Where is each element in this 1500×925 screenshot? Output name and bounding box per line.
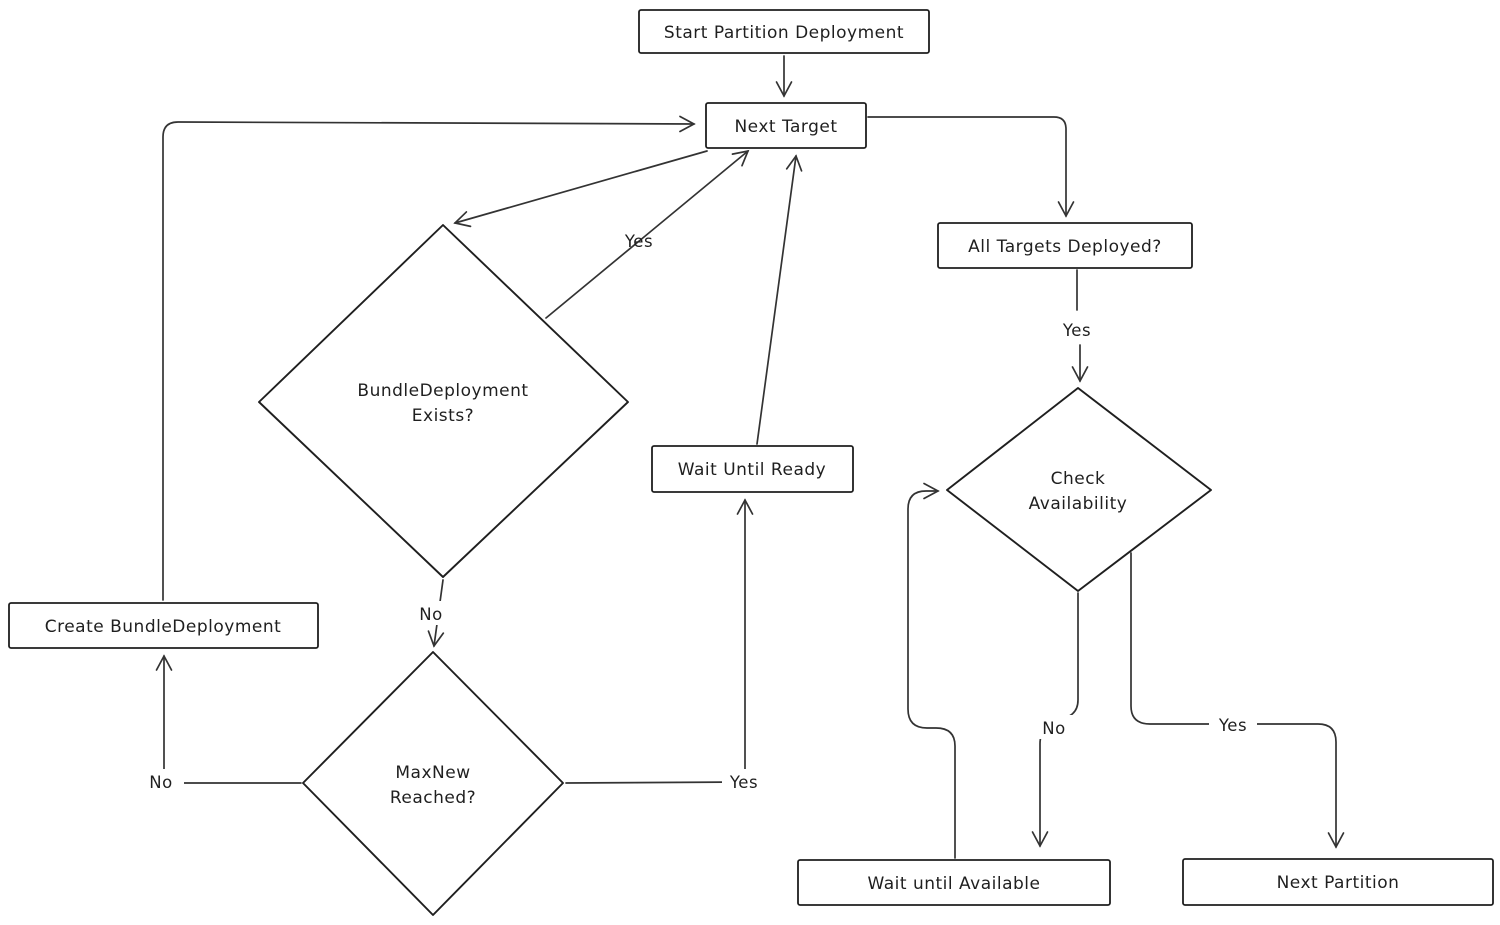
node-start: Start Partition Deployment <box>638 9 930 54</box>
edge-next-target-to-all-targets <box>867 116 1075 218</box>
node-create-bundle-deployment: Create BundleDeployment <box>8 602 319 649</box>
edge-wait-available-to-check <box>907 482 956 859</box>
edge-label-check-yes: Yes <box>1218 716 1247 735</box>
node-wait-until-ready-box <box>651 445 854 493</box>
edge-bundle-exists-yes <box>545 149 750 319</box>
node-next-target-label: Next Target <box>734 117 837 137</box>
node-wait-until-ready-label: Wait Until Ready <box>678 460 826 480</box>
edge-check-yes <box>1130 552 1345 849</box>
label-bg-check-yes <box>1209 712 1257 736</box>
edge-label-bundle-exists-yes: Yes <box>624 232 653 251</box>
node-next-target: Next Target <box>705 102 867 149</box>
node-bundle-deployment-exists-label-line2: Exists? <box>412 406 474 426</box>
node-max-new-reached: MaxNew Reached? <box>302 651 564 916</box>
node-wait-until-ready: Wait Until Ready <box>651 445 854 493</box>
node-bundle-deployment-exists-diamond <box>258 224 629 578</box>
node-start-box <box>638 9 930 54</box>
node-check-availability-diamond <box>946 387 1212 592</box>
edge-label-bundle-exists-no: No <box>419 605 442 624</box>
node-next-partition-box <box>1182 858 1494 906</box>
node-check-availability: Check Availability <box>946 387 1212 592</box>
node-wait-until-available-label: Wait until Available <box>868 874 1041 894</box>
node-next-partition: Next Partition <box>1182 858 1494 906</box>
edge-label-check-no: No <box>1042 719 1065 738</box>
label-bg-check-no <box>1031 715 1077 739</box>
edge-label-all-targets-yes: Yes <box>1062 321 1091 340</box>
node-wait-until-available-box <box>797 859 1111 906</box>
node-create-bundle-deployment-box <box>8 602 319 649</box>
node-all-targets-deployed-label: All Targets Deployed? <box>968 237 1162 257</box>
edge-create-bundle-to-next-target <box>162 115 696 601</box>
label-bg-max-new-yes <box>722 769 768 793</box>
edge-max-new-yes <box>565 498 754 784</box>
node-check-availability-label-line1: Check <box>1051 469 1106 489</box>
node-bundle-deployment-exists-label-line1: BundleDeployment <box>357 381 528 401</box>
node-start-label: Start Partition Deployment <box>664 23 904 43</box>
edge-label-max-new-yes: Yes <box>729 773 758 792</box>
node-max-new-reached-label-line1: MaxNew <box>395 763 470 783</box>
edge-label-max-new-no: No <box>149 773 172 792</box>
edge-next-target-to-bundle-exists <box>453 150 708 228</box>
node-all-targets-deployed-box <box>937 222 1193 269</box>
edge-max-new-no <box>155 654 302 784</box>
node-next-partition-label: Next Partition <box>1277 873 1400 893</box>
node-all-targets-deployed: All Targets Deployed? <box>937 222 1193 269</box>
node-max-new-reached-label-line2: Reached? <box>390 788 476 808</box>
node-max-new-reached-diamond <box>302 651 564 916</box>
label-bg-bundle-no <box>410 601 454 625</box>
node-bundle-deployment-exists: BundleDeployment Exists? <box>258 224 629 578</box>
edge-wait-ready-to-next-target <box>756 154 803 445</box>
node-check-availability-label-line2: Availability <box>1029 494 1128 514</box>
node-create-bundle-deployment-label: Create BundleDeployment <box>45 617 282 637</box>
node-next-target-box <box>705 102 867 149</box>
node-wait-until-available: Wait until Available <box>797 859 1111 906</box>
label-bg-max-new-no <box>140 769 184 793</box>
